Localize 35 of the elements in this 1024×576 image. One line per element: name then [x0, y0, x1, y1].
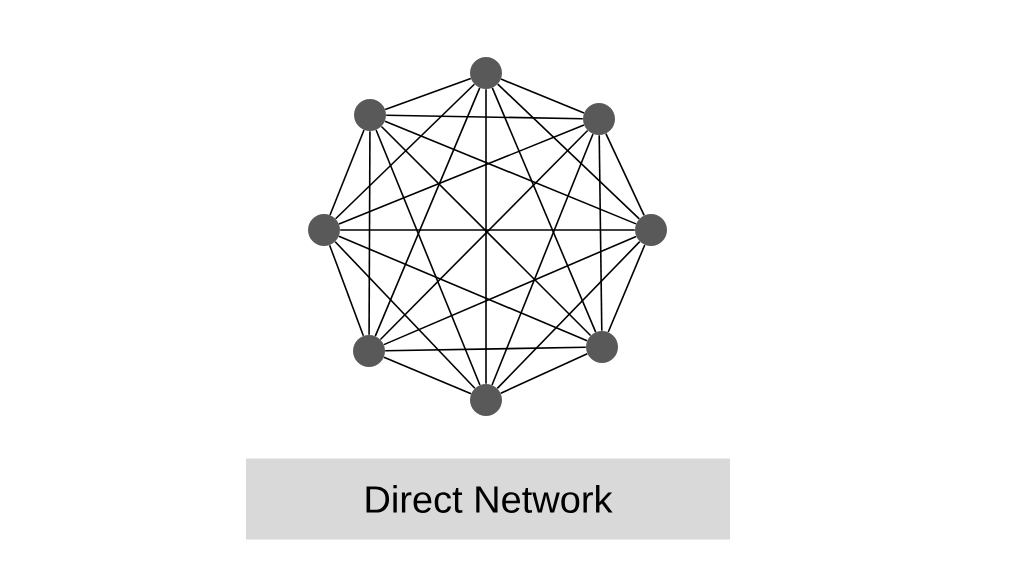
- connection-line: [496, 240, 641, 390]
- connection-line: [607, 244, 646, 333]
- connection-line: [496, 83, 641, 220]
- connection-line: [491, 87, 597, 333]
- connection-line: [334, 240, 476, 390]
- network-node: [470, 384, 502, 416]
- network-node: [635, 214, 667, 246]
- connection-line: [328, 244, 365, 337]
- caption-box: Direct Network: [246, 458, 730, 540]
- connection-line: [368, 130, 371, 336]
- connection-line: [383, 235, 637, 346]
- connection-line: [499, 352, 589, 395]
- network-node: [586, 331, 618, 363]
- connection-line: [485, 88, 487, 385]
- connection-line: [339, 229, 636, 231]
- connection-line: [491, 133, 594, 386]
- connection-line: [383, 356, 472, 395]
- connection-line: [500, 78, 585, 114]
- connection-line: [385, 114, 584, 120]
- network-node: [353, 335, 385, 367]
- network-node: [308, 214, 340, 246]
- network-node: [470, 57, 502, 89]
- network-node: [354, 99, 386, 131]
- connection-line: [384, 120, 637, 225]
- connection-line: [384, 77, 472, 111]
- connection-line: [329, 129, 365, 216]
- connection-line: [338, 124, 585, 225]
- connection-line: [598, 134, 603, 332]
- connection-line: [334, 83, 476, 220]
- network-node: [583, 103, 615, 135]
- connection-line: [338, 235, 588, 342]
- connection-line: [605, 132, 645, 217]
- connection-line: [374, 87, 481, 337]
- connection-line: [384, 346, 587, 352]
- connection-line: [375, 129, 481, 386]
